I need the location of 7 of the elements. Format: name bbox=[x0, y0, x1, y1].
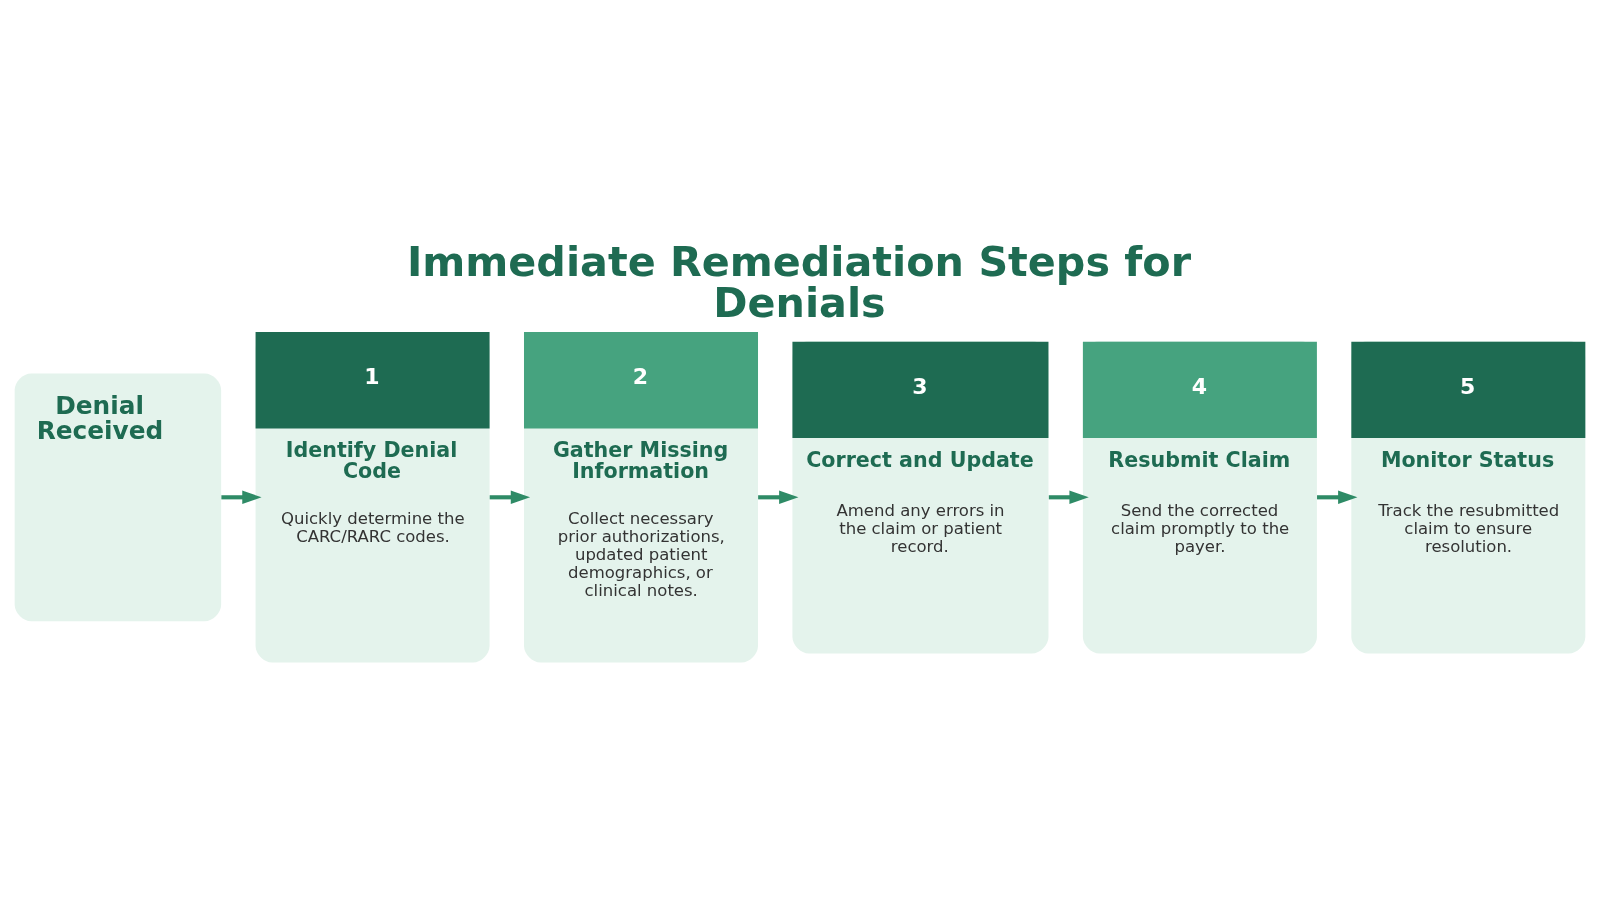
arrow bbox=[1317, 490, 1358, 504]
arrow bbox=[489, 490, 531, 504]
arrow bbox=[1048, 490, 1089, 504]
arrow bbox=[221, 490, 262, 504]
node-box: Denial Received bbox=[14, 372, 222, 621]
diagram-title: Immediate Remediation Steps for Denials bbox=[406, 237, 1192, 327]
arrow bbox=[758, 490, 799, 504]
